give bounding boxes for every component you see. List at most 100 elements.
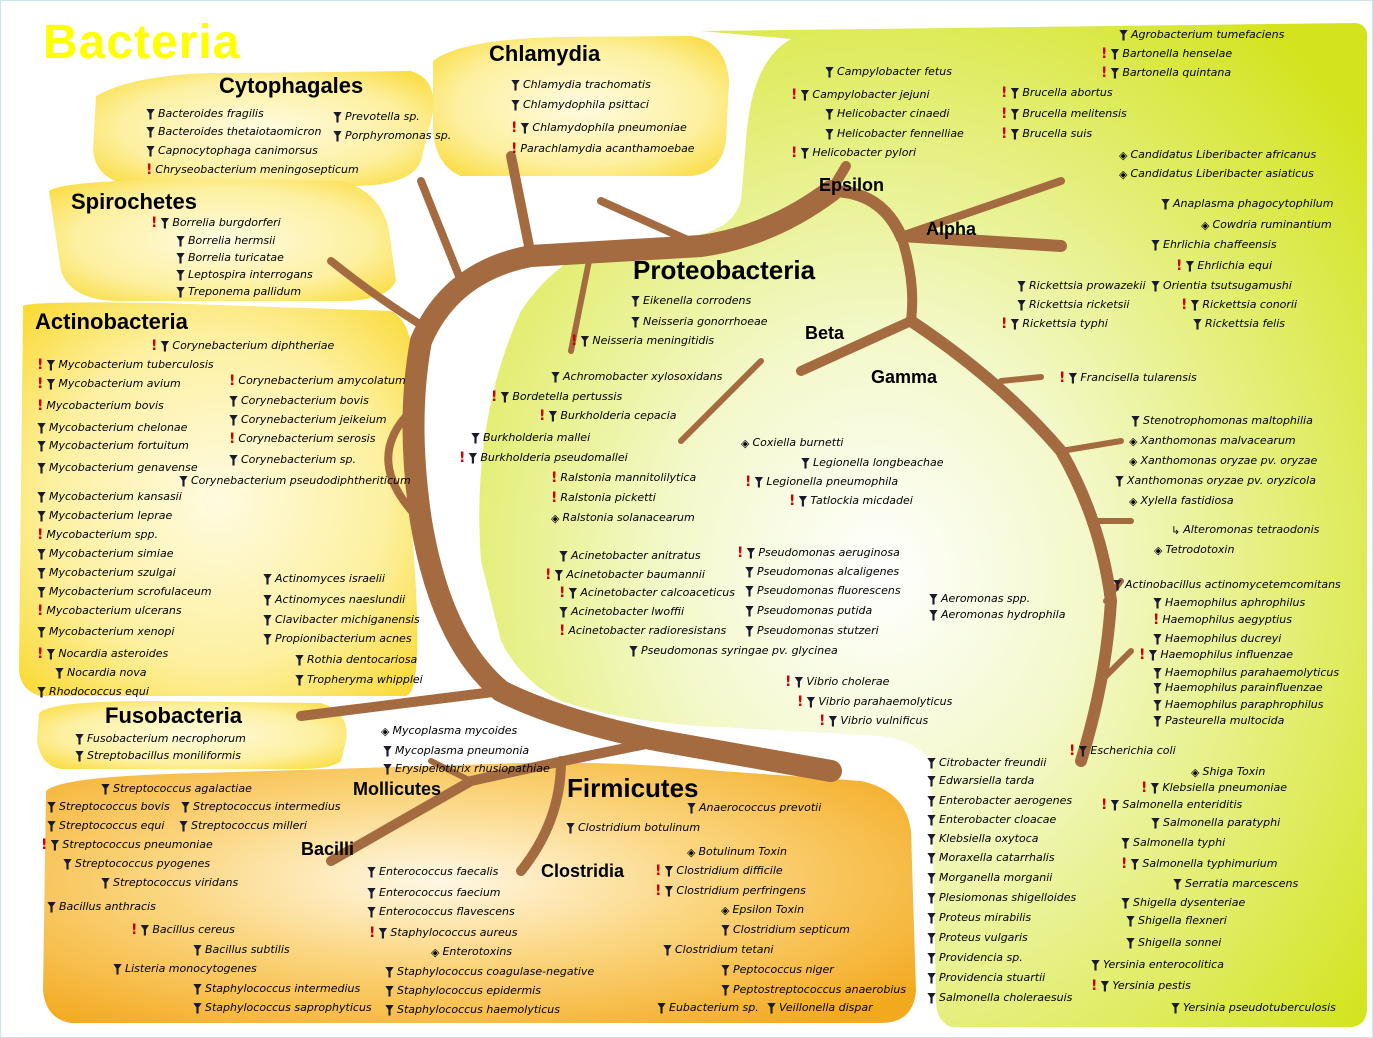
funnel-icon [263, 614, 272, 626]
funnel-icon [927, 852, 936, 864]
species-name: Salmonella choleraesuis [939, 991, 1073, 1004]
funnel-icon [927, 952, 936, 964]
warning-icon: ! [559, 585, 566, 601]
species-name: Ralstonia solanacearum [562, 511, 695, 524]
species-name: Mycobacterium genavense [49, 461, 198, 474]
funnel-icon [806, 696, 816, 708]
warning-icon: ! [785, 674, 792, 690]
species-name: Streptococcus pneumoniae [62, 838, 213, 851]
species-name: Salmonella typhi [1133, 836, 1226, 849]
species-name: Bacteroides fragilis [158, 107, 264, 120]
species-label: ◈Xanthomonas oryzae pv. oryzae [1129, 454, 1317, 468]
species-name: Enterococcus faecium [379, 886, 501, 899]
funnel-icon [146, 108, 155, 120]
species-name: Acinetobacter baumannii [566, 568, 705, 581]
species-label: !Bordetella pertussis [491, 390, 622, 404]
species-label: ◈Cowdria ruminantium [1201, 218, 1332, 232]
funnel-icon [37, 440, 46, 452]
species-label: Rickettsia prowazekii [1017, 279, 1146, 293]
species-label: Shigella dysenteriae [1121, 896, 1245, 910]
species-label: Providencia stuartii [927, 971, 1045, 985]
warning-icon: ! [37, 398, 44, 414]
species-name: Haemophilus parahaemolyticus [1165, 666, 1340, 679]
funnel-icon [378, 927, 388, 939]
funnel-icon [1068, 372, 1078, 384]
species-label: ◈Epsilon Toxin [721, 903, 804, 917]
funnel-icon [1078, 745, 1088, 757]
species-label: Salmonella typhi [1121, 836, 1225, 850]
diamond-icon: ◈ [381, 724, 390, 738]
species-name: Brucella melitensis [1022, 107, 1127, 120]
funnel-icon [37, 510, 46, 522]
funnel-icon [176, 252, 185, 264]
funnel-icon [176, 235, 185, 247]
warning-icon: ! [1139, 647, 1146, 663]
species-label: ◈Mycoplasma mycoides [381, 724, 517, 738]
funnel-icon [229, 454, 238, 466]
warning-icon: ! [655, 863, 662, 879]
species-label: Proteus mirabilis [927, 911, 1031, 925]
firmicutes-region [43, 762, 916, 1023]
funnel-icon [1130, 858, 1140, 870]
species-label: Streptococcus intermedius [181, 800, 341, 814]
species-label: Corynebacterium sp. [229, 453, 356, 467]
funnel-icon [1010, 87, 1020, 99]
funnel-icon [1110, 48, 1120, 60]
species-label: Actinomyces israelii [263, 572, 385, 586]
species-label: ◈Tetrodotoxin [1154, 543, 1234, 557]
species-label: Capnocytophaga canimorsus [146, 144, 318, 158]
species-name: Pseudomonas fluorescens [757, 584, 901, 597]
species-label: Pseudomonas putida [745, 604, 872, 618]
species-label: Enterococcus flavescens [367, 905, 515, 919]
funnel-icon [1185, 260, 1195, 272]
funnel-icon [825, 128, 834, 140]
species-name: Helicobacter fennelliae [837, 127, 964, 140]
funnel-icon [721, 924, 730, 936]
species-label: Legionella longbeachae [801, 456, 944, 470]
species-label: ↳Alteromonas tetraodonis [1171, 523, 1319, 537]
species-name: Xanthomonas malvacearum [1140, 434, 1296, 447]
diamond-icon: ◈ [551, 511, 560, 525]
species-label: Pasteurella multocida [1153, 714, 1284, 728]
funnel-icon [471, 432, 480, 444]
group-label-fusobacteria: Fusobacteria [105, 703, 242, 728]
species-label: Actinobacillus actinomycetemcomitans [1113, 578, 1341, 592]
funnel-icon [1151, 817, 1160, 829]
funnel-icon [229, 414, 238, 426]
species-label: !Brucella melitensis [1001, 107, 1127, 121]
warning-icon: ! [1176, 258, 1183, 274]
warning-icon: ! [1141, 780, 1148, 796]
group-label-actinobacteria: Actinobacteria [35, 309, 188, 334]
funnel-icon [63, 858, 72, 870]
species-label: Providencia sp. [927, 951, 1023, 965]
warning-icon: ! [37, 376, 44, 392]
warning-icon: ! [737, 545, 744, 561]
species-label: Mycobacterium genavense [37, 461, 198, 475]
warning-icon: ! [151, 215, 158, 231]
species-name: Xanthomonas oryzae pv. oryzicola [1127, 474, 1316, 487]
species-name: Mycobacterium ulcerans [46, 604, 182, 617]
species-label: Haemophilus parahaemolyticus [1153, 666, 1339, 680]
species-label: ◈Xylella fastidiosa [1129, 494, 1234, 508]
species-label: Enterobacter aerogenes [927, 794, 1072, 808]
warning-icon: ! [551, 470, 558, 486]
species-label: !Clostridium perfringens [655, 884, 806, 898]
warning-icon: ! [539, 408, 546, 424]
species-label: !Corynebacterium amycolatum [229, 374, 406, 388]
species-name: Rickettsia prowazekii [1029, 279, 1146, 292]
warning-icon: ! [37, 357, 44, 373]
species-label: !Escherichia coli [1069, 744, 1176, 758]
species-name: Tetrodotoxin [1165, 543, 1235, 556]
diamond-icon: ◈ [1129, 454, 1138, 468]
species-name: Leptospira interrogans [188, 268, 313, 281]
species-name: Bartonella quintana [1122, 66, 1232, 79]
species-label: Bacillus subtilis [193, 943, 290, 957]
species-label: !Corynebacterium serosis [229, 432, 375, 446]
funnel-icon [746, 547, 756, 559]
group-label-cytophagales: Cytophagales [219, 73, 364, 98]
species-name: Aeromonas hydrophila [941, 608, 1066, 621]
funnel-icon [1153, 633, 1162, 645]
species-name: Clostridium perfringens [676, 884, 806, 897]
species-name: Klebsiella pneumoniae [1162, 781, 1287, 794]
page-title: Bacteria [43, 16, 241, 69]
